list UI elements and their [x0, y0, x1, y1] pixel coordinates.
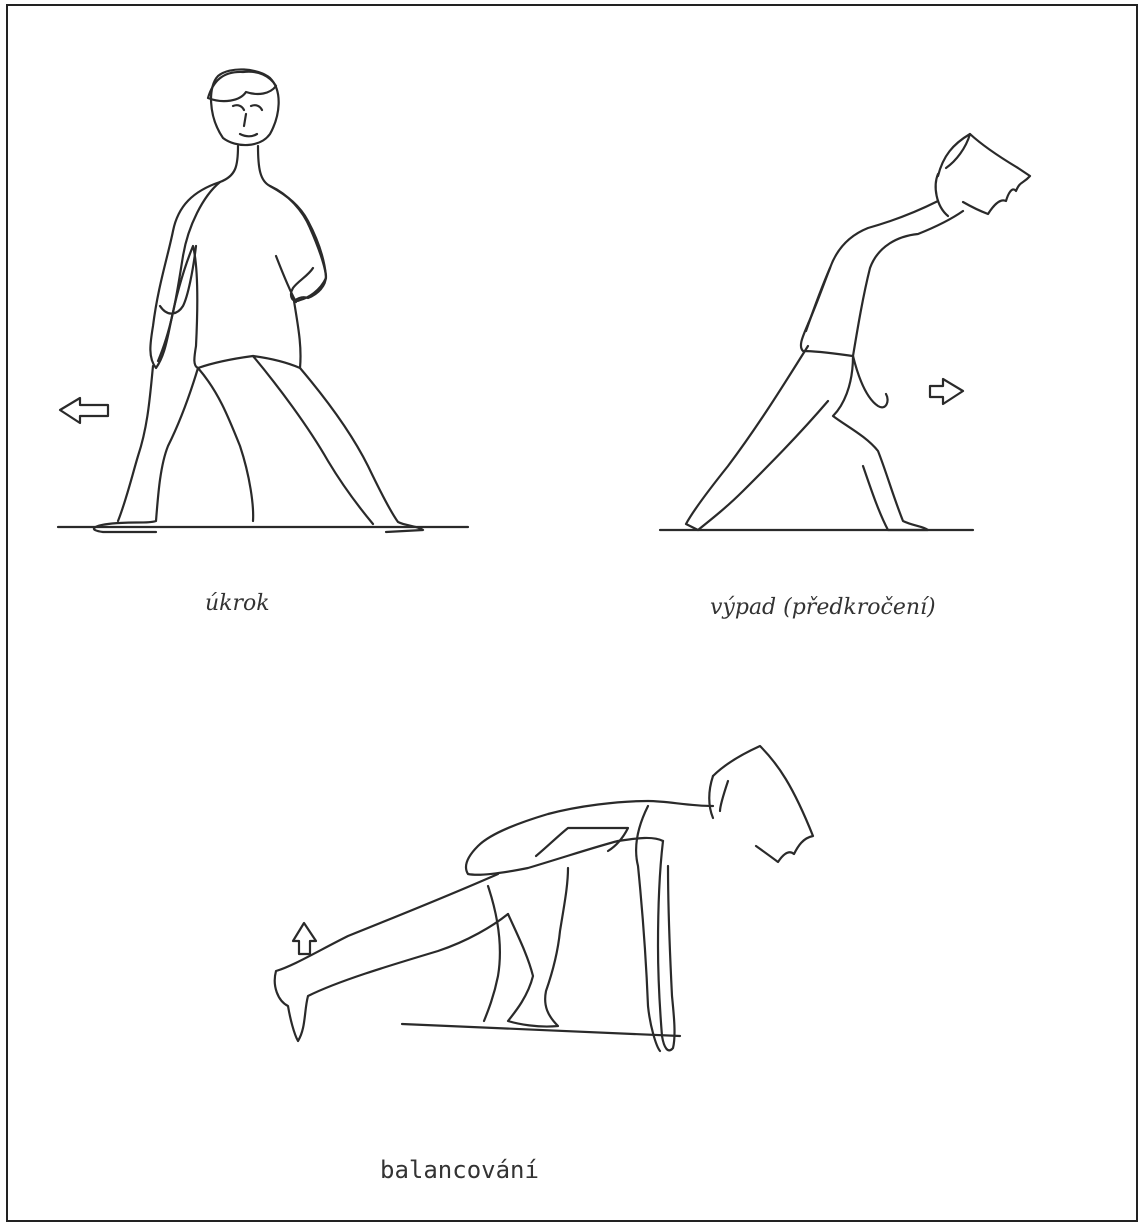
caption-step-aside: úkrok	[205, 591, 270, 616]
figure-step-aside	[58, 69, 468, 532]
arrow-left-icon	[60, 398, 108, 423]
head	[938, 134, 1030, 214]
torso	[150, 146, 326, 368]
torso	[466, 801, 713, 875]
right-leg	[253, 356, 423, 532]
head	[211, 69, 279, 145]
exercise-illustrations	[8, 6, 1140, 1224]
left-leg-inner	[118, 366, 153, 521]
arm	[658, 841, 675, 1050]
raised-leg	[275, 874, 508, 1041]
left-leg	[94, 368, 253, 532]
arrow-up-icon	[293, 923, 316, 954]
front-leg	[833, 356, 928, 530]
arrow-right-icon	[930, 379, 963, 404]
caption-balancing: balancování	[380, 1156, 539, 1184]
head	[713, 746, 813, 862]
figure-lunge	[660, 134, 1030, 530]
hair	[709, 776, 728, 818]
figure-balancing	[275, 746, 813, 1051]
illustration-frame: úkrok výpad (předkročení) balancování	[6, 4, 1138, 1222]
caption-lunge: výpad (předkročení)	[710, 595, 936, 620]
back-leg	[686, 346, 828, 530]
standing-leg	[508, 868, 568, 1027]
